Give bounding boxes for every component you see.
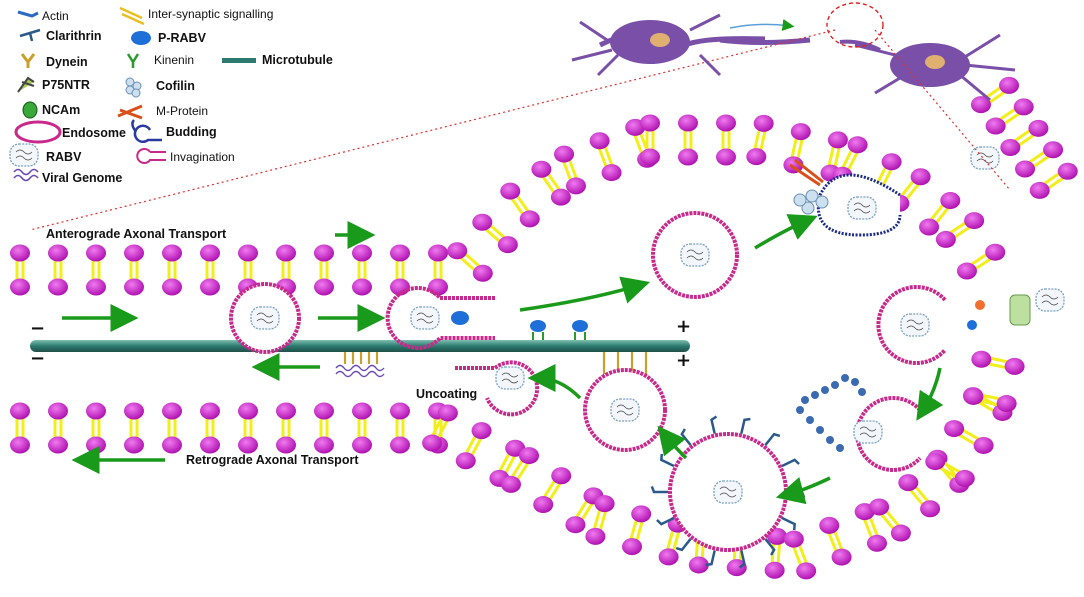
m-protein [789, 158, 824, 187]
endosome-2 [651, 211, 739, 299]
minus-end-top: − [30, 318, 45, 339]
budding-synapse-vesicle [817, 173, 902, 237]
viral-genome-on-track [335, 364, 385, 378]
legend-cofilin: Cofilin [156, 79, 195, 93]
inter-synaptic-icon [119, 6, 145, 26]
legend: Actin Inter-synaptic signalling Clarithr… [9, 6, 333, 185]
legend-viral-genome: Viral Genome [42, 171, 122, 185]
m-protein-icon [117, 104, 143, 120]
clathrin-coated-vesicle [650, 415, 806, 569]
plus-end-bottom: + [676, 350, 691, 371]
p-rabv-markers [530, 320, 588, 332]
retrograde-label: Retrograde Axonal Transport [186, 453, 359, 467]
budding-vesicle-1 [385, 286, 495, 350]
microtubule-icon [222, 58, 256, 63]
dynein-icon [20, 53, 36, 68]
endosome-icon [14, 120, 62, 144]
neuron-illustration [571, 2, 1016, 102]
kinenin-icon [126, 53, 140, 68]
endosome-3 [583, 368, 667, 452]
anterograde-label: Anterograde Axonal Transport [46, 227, 227, 241]
legend-m-protein: M-Protein [156, 104, 208, 118]
actin-icon [17, 10, 39, 18]
minus-end-bottom: − [30, 348, 45, 369]
invagination-icon [136, 148, 166, 164]
legend-clarithrin: Clarithrin [46, 29, 102, 43]
legend-dynein: Dynein [46, 55, 88, 69]
receptor-complex [967, 288, 1065, 330]
legend-p-rabv: P-RABV [158, 31, 207, 45]
legend-rabv: RABV [46, 150, 82, 164]
legend-endosome: Endosome [62, 126, 126, 140]
legend-invagination: Invagination [170, 150, 235, 164]
plus-end-top: + [676, 316, 691, 337]
p-rabv-icon [131, 31, 151, 45]
rabv-extracellular [970, 146, 1000, 170]
cofilin-icon [125, 77, 142, 98]
uncoating-vesicle [455, 360, 540, 417]
dynein-motors [343, 352, 648, 374]
legend-kinenin: Kinenin [154, 53, 194, 67]
legend-inter-synaptic: Inter-synaptic signalling [148, 7, 273, 21]
legend-ncam: NCAm [42, 103, 80, 117]
legend-p75ntr: P75NTR [42, 78, 90, 92]
actin-mesh [796, 374, 866, 452]
viral-genome-icon [13, 168, 39, 182]
microtubule-track [30, 340, 690, 352]
budding-icon [131, 119, 162, 143]
rabv-icon [9, 143, 39, 167]
legend-microtubule: Microtubule [262, 53, 333, 67]
endosome-1 [229, 282, 301, 354]
invagination-site-2 [853, 396, 922, 472]
cofilin-cluster [793, 189, 829, 215]
uncoating-label: Uncoating [416, 387, 477, 401]
legend-budding: Budding [166, 125, 217, 139]
ncam-icon [22, 101, 38, 119]
transport-arrows [62, 214, 944, 505]
p75ntr-icon [17, 76, 35, 93]
invagination-site-1 [876, 285, 947, 365]
legend-actin: Actin [42, 9, 69, 23]
zoom-guide-lines [29, 29, 1011, 231]
clathrin-icon [19, 28, 41, 42]
